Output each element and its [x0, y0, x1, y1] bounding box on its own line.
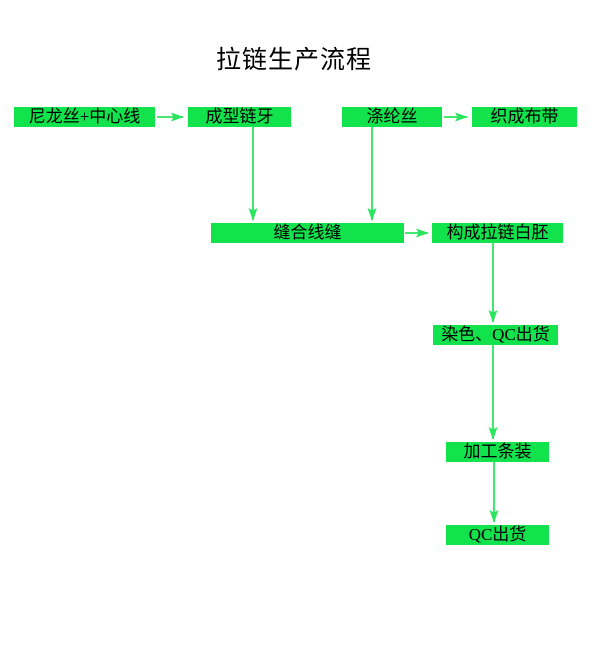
- node-zipper-blank: 构成拉链白胚: [432, 223, 563, 243]
- page-title: 拉链生产流程: [215, 47, 372, 74]
- node-qc-ship: QC出货: [446, 525, 549, 545]
- node-polyester-thread: 涤纶丝: [342, 107, 442, 127]
- node-dye-qc-ship: 染色、QC出货: [433, 325, 558, 345]
- node-woven-tape: 织成布带: [472, 107, 577, 127]
- node-formed-teeth: 成型链牙: [188, 107, 291, 127]
- node-sew-seam: 缝合线缝: [211, 223, 404, 243]
- node-process-strip: 加工条装: [446, 442, 549, 462]
- node-nylon-center-thread: 尼龙丝+中心线: [14, 107, 155, 127]
